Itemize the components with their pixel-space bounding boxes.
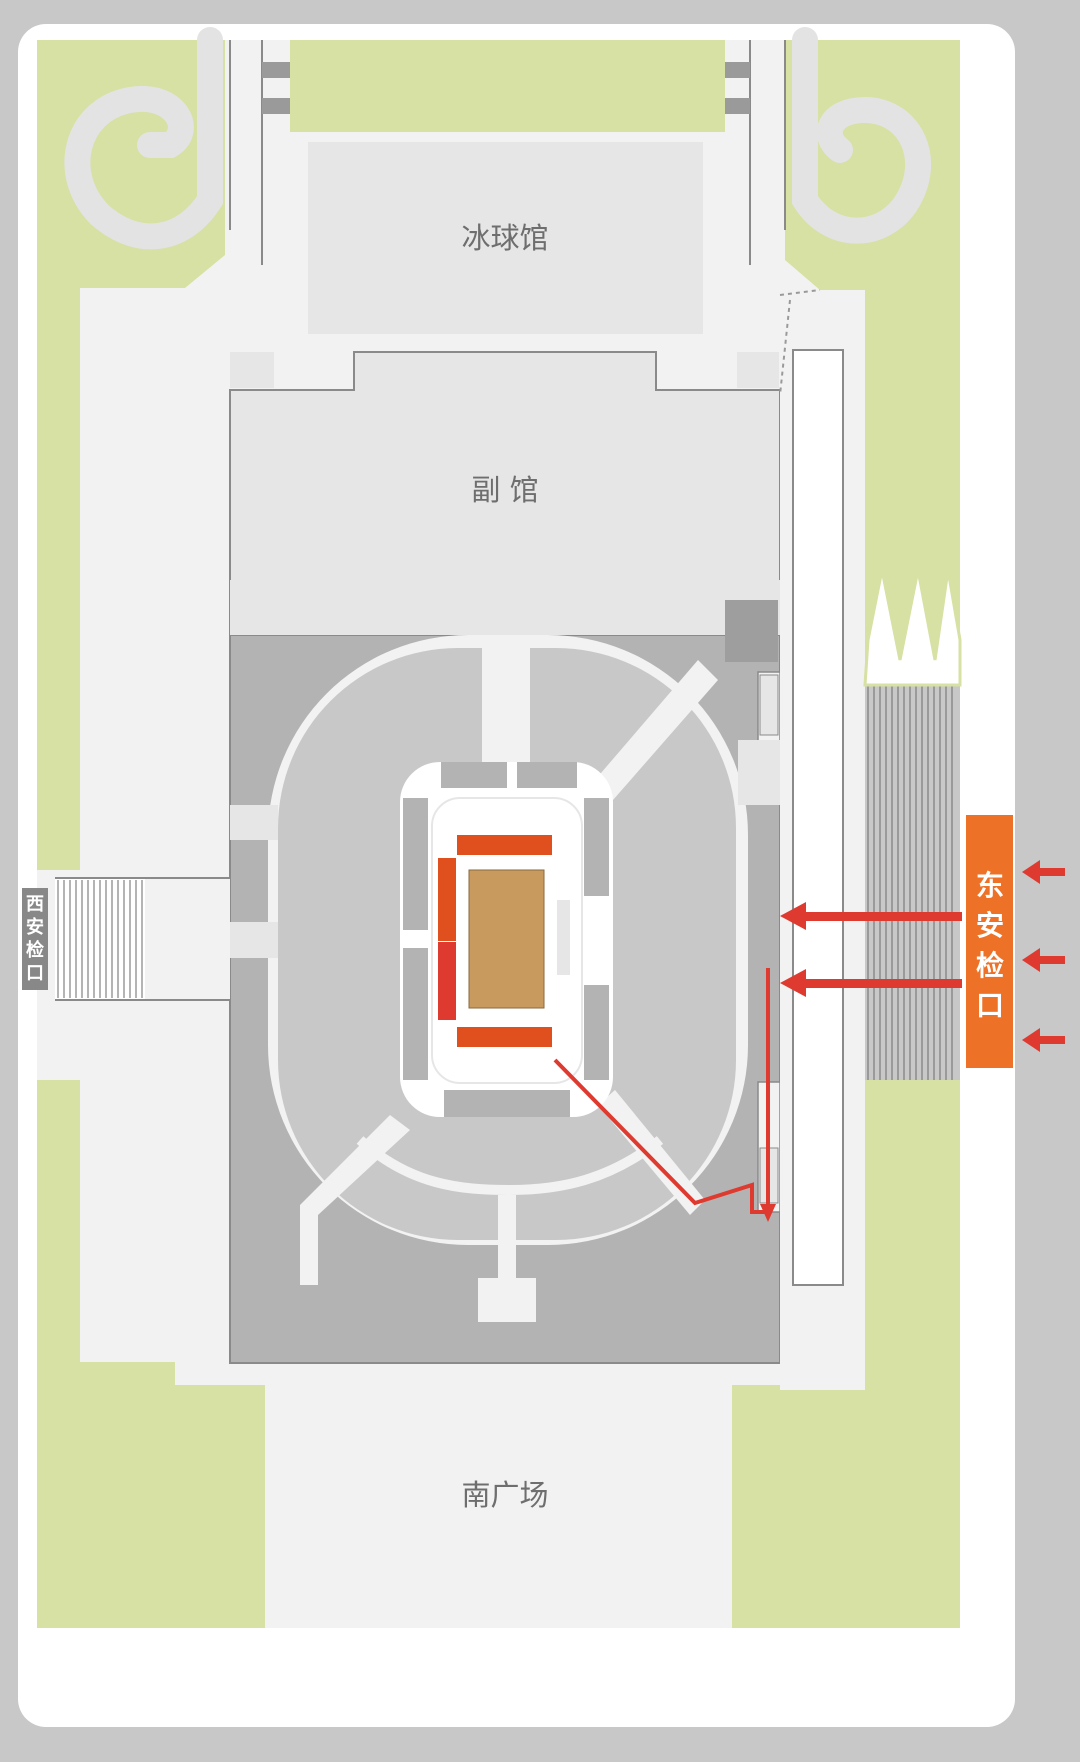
south-entry-block <box>478 1278 536 1322</box>
west-gate-badge <box>22 888 48 990</box>
route-arrowhead-upper-icon <box>780 902 806 930</box>
annex-hall-label: 副 馆 <box>471 473 538 507</box>
courtside-seats-west-1 <box>438 858 456 941</box>
ice-hockey-hall-label: 冰球馆 <box>461 221 548 255</box>
ramps <box>64 27 932 250</box>
east-gate-char-3: 检 <box>976 949 1004 982</box>
west-gate-char-4: 口 <box>26 963 44 984</box>
corridor-southwest <box>300 1115 410 1285</box>
green-north-strip <box>290 40 725 132</box>
corridor-northeast <box>595 660 718 800</box>
inner-seats <box>403 762 609 1117</box>
west-gate-char-2: 安 <box>26 916 44 938</box>
route-arrow-upper <box>800 912 962 921</box>
annex-block-right <box>737 352 779 388</box>
entry-arrow-2-icon <box>1022 948 1065 972</box>
east-concourse <box>792 349 844 1286</box>
court-surface <box>468 869 545 1009</box>
green-southeast <box>732 1080 960 1628</box>
west-gate-char-3: 检 <box>26 939 44 961</box>
east-gate-char-4: 口 <box>976 989 1004 1022</box>
entry-arrow-1-icon <box>1022 860 1065 884</box>
ramp-northwest <box>64 27 223 250</box>
east-stairs <box>865 685 960 1080</box>
route-path <box>553 968 770 1214</box>
ramp-northeast <box>792 27 932 244</box>
entry-arrow-3-icon <box>1022 1028 1065 1052</box>
courtside-seats-south <box>457 1027 552 1047</box>
route-path-arrowhead-icon <box>760 1204 776 1222</box>
route-arrows <box>780 902 962 997</box>
entry-arrows <box>1022 860 1065 1052</box>
east-dashed-line <box>779 289 821 296</box>
green-northwest <box>37 40 225 870</box>
green-southwest <box>37 1080 265 1628</box>
corridor-south <box>498 1195 516 1290</box>
arena-north-lobby <box>230 580 780 635</box>
route-arrowhead-lower-icon <box>780 969 806 997</box>
annex-block-left <box>230 352 274 388</box>
west-entrance <box>55 877 230 1001</box>
north-stairs <box>262 62 750 114</box>
corridor-north <box>482 635 530 765</box>
east-gate-char-1: 东 <box>976 869 1004 902</box>
court-bench <box>557 900 570 975</box>
east-zigzag <box>863 569 962 687</box>
lower-ring <box>356 1136 664 1196</box>
west-gate-char-1: 西 <box>26 894 44 915</box>
east-gate-badge <box>966 815 1013 1068</box>
route-arrow-lower <box>800 979 962 988</box>
ice-hockey-hall <box>308 142 703 334</box>
courtside-seats-north <box>457 835 552 855</box>
east-gate-char-2: 安 <box>976 909 1004 942</box>
south-plaza-label: 南广场 <box>461 1478 548 1512</box>
west-gate[interactable]: 西 安 检 口 <box>22 888 48 990</box>
south-plaza <box>265 1385 732 1628</box>
east-gate[interactable]: 东 安 检 口 <box>966 815 1013 1068</box>
west-corridors <box>230 805 278 958</box>
courtside-seats-west-2 <box>438 942 456 1020</box>
